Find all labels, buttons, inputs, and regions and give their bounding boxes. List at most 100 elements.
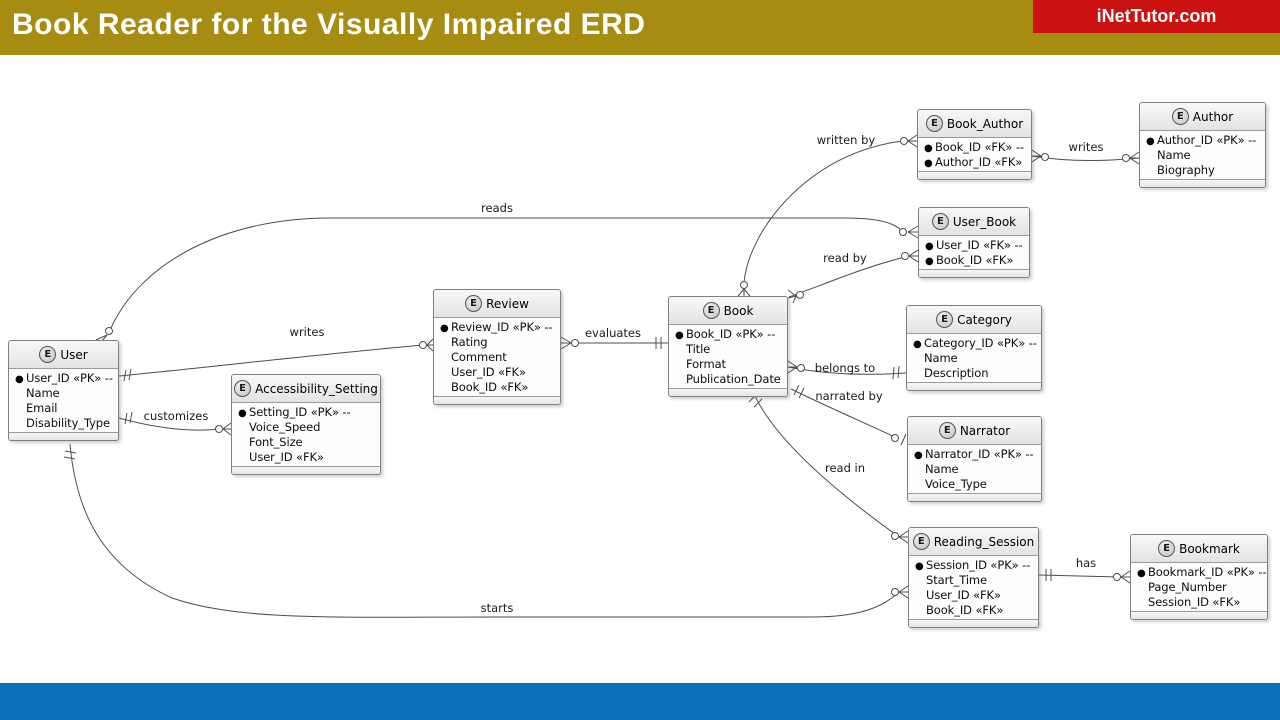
entity-attributes: ●Book_ID «FK» --●Author_ID «FK» [918,138,1031,171]
key-bullet-icon: ● [15,374,24,385]
attribute-text: User_ID «FK» [451,365,526,379]
attribute-text: Bookmark_ID «PK» -- [1148,565,1267,579]
entity-footer [1131,611,1267,619]
attribute-text: Name [925,462,959,476]
attribute-row: Name [1146,148,1261,163]
attribute-row: Font_Size [238,435,376,450]
relationship-label: read in [825,461,865,475]
entity-footer [918,171,1031,179]
cardinality-circle [891,434,899,442]
entity-title: Accessibility_Setting [255,381,378,396]
entity-footer [1140,179,1265,187]
entity-icon: E [925,115,943,132]
cardinality-marks [124,411,232,436]
attribute-text: Voice_Type [925,477,987,491]
attribute-row: Rating [440,335,556,350]
connection-line [743,140,905,283]
attribute-row: Voice_Speed [238,420,376,435]
attribute-row: ●User_ID «FK» -- [925,238,1025,253]
connection-read-in: read in [748,388,909,544]
attribute-text: Email [26,401,58,415]
attribute-text: Session_ID «FK» [1148,595,1241,609]
connection-has: has [1038,556,1131,584]
key-bullet-icon: ● [925,241,934,252]
connection-writes-author: writes [1031,140,1140,165]
cardinality-circle [900,137,908,145]
connection-writes-review: writes [118,325,434,382]
relationship-label: evaluates [585,326,641,340]
footer-bar [0,683,1280,720]
key-bullet-icon: ● [1146,136,1155,147]
relationship-label: belongs to [815,361,875,375]
attribute-text: Narrator_ID «PK» -- [925,447,1034,461]
attribute-row: User_ID «FK» [238,450,376,465]
attribute-text: Font_Size [249,435,303,449]
entity-title: User [60,347,88,362]
cardinality-circle [796,291,804,299]
attribute-row: Name [914,462,1037,477]
entity-footer [669,388,787,396]
connection-line [790,388,898,439]
cardinality-marks [748,393,909,544]
attribute-text: Page_Number [1148,580,1227,594]
cardinality-marks [123,338,434,382]
relationship-label: starts [481,601,514,615]
connection-line [69,443,900,618]
attribute-row: ●Book_ID «PK» -- [675,327,783,342]
cardinality-marks [787,360,900,380]
connection-narrated-by: narrated by [790,384,907,446]
entity-icon: E [938,422,956,439]
entity-attributes: ●User_ID «FK» --●Book_ID «FK» [919,236,1029,269]
cardinality-marks [63,450,909,599]
attribute-text: Session_ID «PK» -- [926,558,1031,572]
attribute-text: Name [1157,148,1191,162]
attribute-row: ●Bookmark_ID «PK» -- [1137,565,1267,580]
attribute-text: Title [686,342,711,356]
attribute-row: Page_Number [1137,580,1263,595]
key-bullet-icon: ● [1137,568,1146,579]
key-bullet-icon: ● [440,323,449,334]
entity-icon: E [39,346,57,363]
entity-title: Category [957,312,1012,327]
connection-customizes: customizes [118,409,232,436]
attribute-row: Email [15,401,114,416]
attribute-row: ●Setting_ID «PK» -- [238,405,376,420]
key-bullet-icon: ● [238,408,247,419]
entity-icon: E [465,295,483,312]
entity-icon: E [912,533,930,550]
connection-reads: reads [95,201,919,342]
attribute-text: Name [924,351,958,365]
cardinality-circle [1122,154,1130,162]
entity-icon: E [936,311,954,328]
attribute-row: Publication_Date [675,372,783,387]
entity-title: Book_Author [946,116,1024,131]
attribute-text: Name [26,386,60,400]
connection-line [118,417,220,431]
entity-icon: E [234,380,252,397]
brand-badge[interactable]: iNetTutor.com [1033,0,1280,33]
relationship-label: reads [481,201,513,215]
attribute-row: ●Narrator_ID «PK» -- [914,447,1037,462]
entity-title: Reading_Session [933,534,1035,549]
